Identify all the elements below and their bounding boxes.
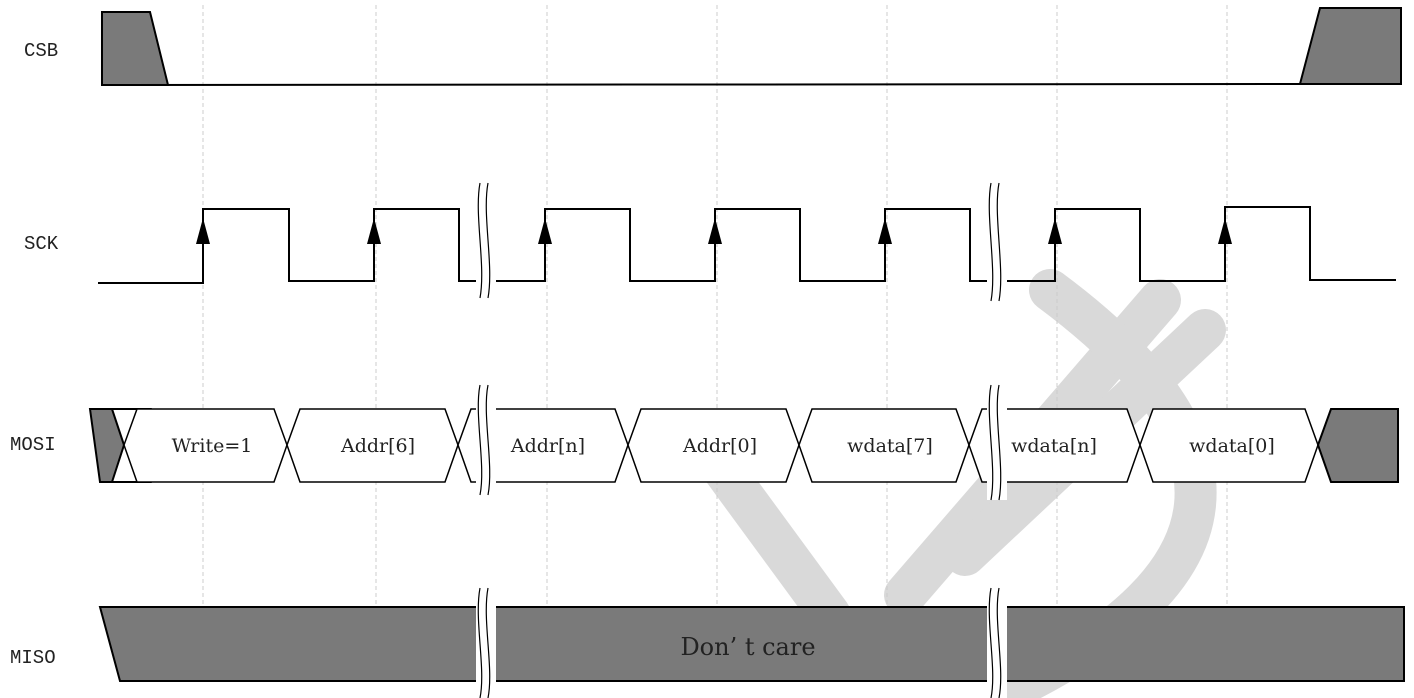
rising-edge-arrow-icon <box>196 218 210 244</box>
miso-dont-care-block <box>98 606 1405 682</box>
time-break-markers <box>476 182 1007 698</box>
csb-waveform <box>101 7 1402 86</box>
miso-label: MISO <box>10 647 56 669</box>
mosi-field-label: wdata[0] <box>1189 435 1275 457</box>
csb-label: CSB <box>24 40 58 62</box>
mosi-field-label: wdata[7] <box>847 435 933 457</box>
sck-clock-line <box>98 206 1396 284</box>
sck-waveform <box>98 206 1396 284</box>
csb-high-end-block <box>1298 7 1402 85</box>
mosi-field-label: Addr[n] <box>510 435 585 457</box>
mosi-label: MOSI <box>10 434 56 456</box>
rising-edge-arrow-icon <box>1218 218 1232 244</box>
break-marker-2 <box>476 384 496 496</box>
break-marker-6 <box>987 587 1007 698</box>
rising-edge-arrow-icon <box>708 218 722 244</box>
break-marker-5 <box>987 384 1007 501</box>
rising-edge-arrow-icon <box>878 218 892 244</box>
break-marker-4 <box>987 182 1007 302</box>
break-marker-3 <box>476 587 496 698</box>
clock-edge-gridlines <box>202 5 1228 606</box>
miso-waveform: Don’ t care <box>98 606 1405 682</box>
miso-dont-care-label: Don’ t care <box>680 633 815 661</box>
mosi-field-label: Write=1 <box>172 435 253 457</box>
csb-low-line <box>101 83 1301 86</box>
mosi-start-block <box>88 408 126 483</box>
rising-edge-arrow-icon <box>367 218 381 244</box>
break-marker-1 <box>476 182 496 299</box>
mosi-waveform: Write=1 Addr[6] Addr[n] Addr[0] wdata[7]… <box>88 408 1399 483</box>
sck-rising-edge-arrows <box>196 218 1232 244</box>
mosi-field-label: wdata[n] <box>1011 435 1097 457</box>
rising-edge-arrow-icon <box>1048 218 1062 244</box>
mosi-end-block <box>1316 408 1399 483</box>
mosi-field-label: Addr[6] <box>340 435 415 457</box>
csb-high-start-block <box>101 11 170 86</box>
rising-edge-arrow-icon <box>538 218 552 244</box>
mosi-field-label: Addr[0] <box>682 435 757 457</box>
sck-label: SCK <box>24 233 59 255</box>
